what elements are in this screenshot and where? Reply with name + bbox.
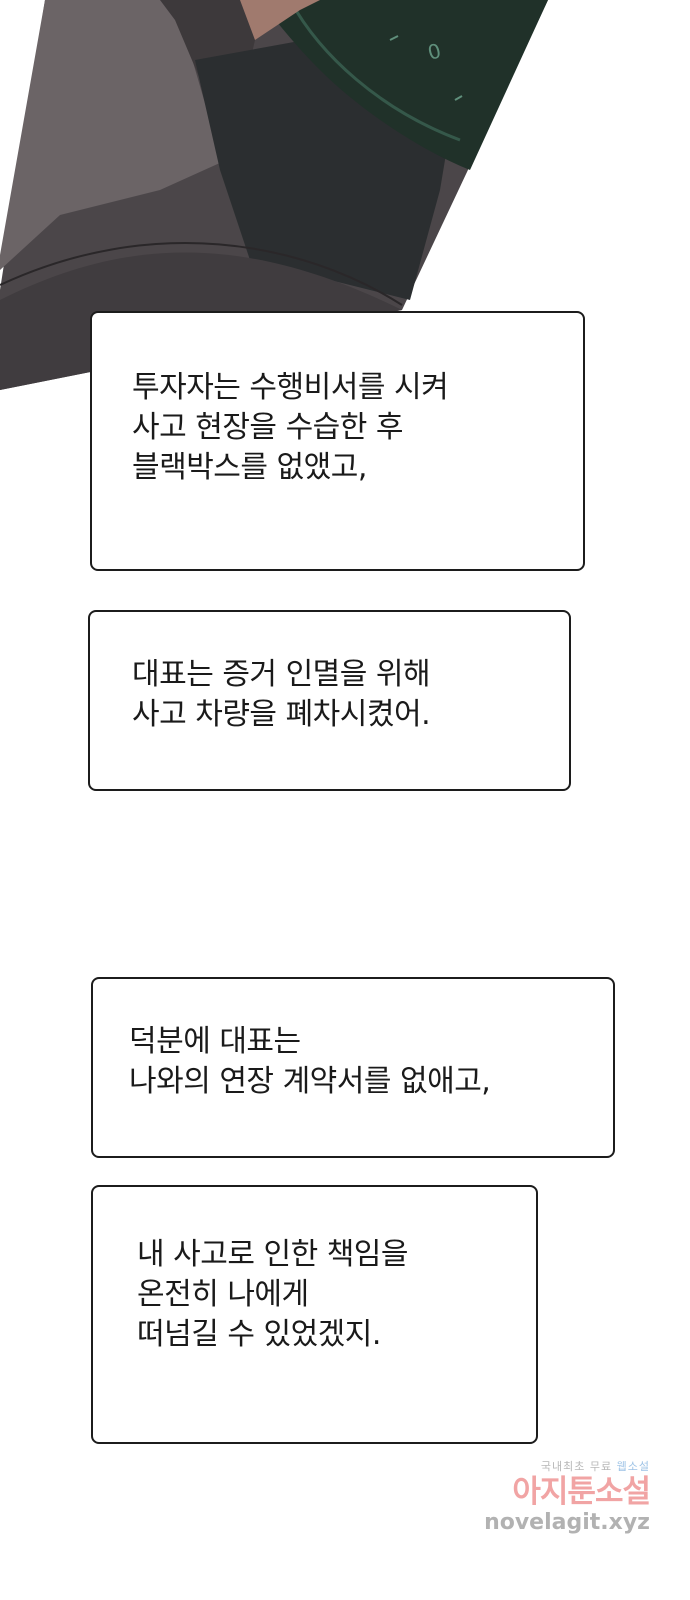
jacket-fold (0, 0, 222, 270)
caption-line: 온전히 나에게 (137, 1277, 309, 1312)
caption-line: 내 사고로 인한 책임을 (137, 1237, 409, 1272)
caption-box-3: 덕분에 대표는 나와의 연장 계약서를 없애고, (91, 977, 615, 1158)
caption-text-3: 덕분에 대표는 나와의 연장 계약서를 없애고, (129, 1022, 491, 1102)
watermark: 국내최초 무료 웹소설 아지툰소설 novelagit.xyz (450, 1458, 651, 1536)
caption-line: 떠넘길 수 있었겠지. (137, 1317, 381, 1352)
caption-line: 블랙박스를 없앴고, (132, 450, 367, 485)
caption-line: 대표는 증거 인멸을 위해 (132, 657, 431, 692)
caption-box-4: 내 사고로 인한 책임을 온전히 나에게 떠넘길 수 있었겠지. (91, 1185, 538, 1444)
caption-line: 사고 차량을 폐차시켰어. (132, 697, 431, 732)
watermark-brand: 아지툰소설 (512, 1474, 651, 1510)
hand-shape (240, 0, 320, 40)
caption-line: 투자자는 수행비서를 시켜 (132, 370, 449, 405)
caption-text-4: 내 사고로 인한 책임을 온전히 나에게 떠넘길 수 있었겠지. (137, 1235, 409, 1355)
caption-line: 덕분에 대표는 (129, 1024, 301, 1059)
caption-box-1: 투자자는 수행비서를 시켜 사고 현장을 수습한 후 블랙박스를 없앴고, (90, 311, 585, 571)
caption-text-2: 대표는 증거 인멸을 위해 사고 차량을 폐차시켰어. (132, 655, 431, 735)
watermark-url: novelagit.xyz (484, 1510, 650, 1535)
gauge-digit: 0 (425, 38, 444, 64)
caption-text-1: 투자자는 수행비서를 시켜 사고 현장을 수습한 후 블랙박스를 없앴고, (132, 368, 449, 488)
gauge-ring (288, 0, 461, 142)
watermark-tagline: 국내최초 무료 웹소설 (540, 1460, 650, 1473)
gauge-dial (260, 0, 548, 170)
caption-line: 사고 현장을 수습한 후 (132, 410, 404, 445)
caption-box-2: 대표는 증거 인멸을 위해 사고 차량을 폐차시켰어. (88, 610, 571, 791)
caption-line: 나와의 연장 계약서를 없애고, (129, 1064, 491, 1099)
